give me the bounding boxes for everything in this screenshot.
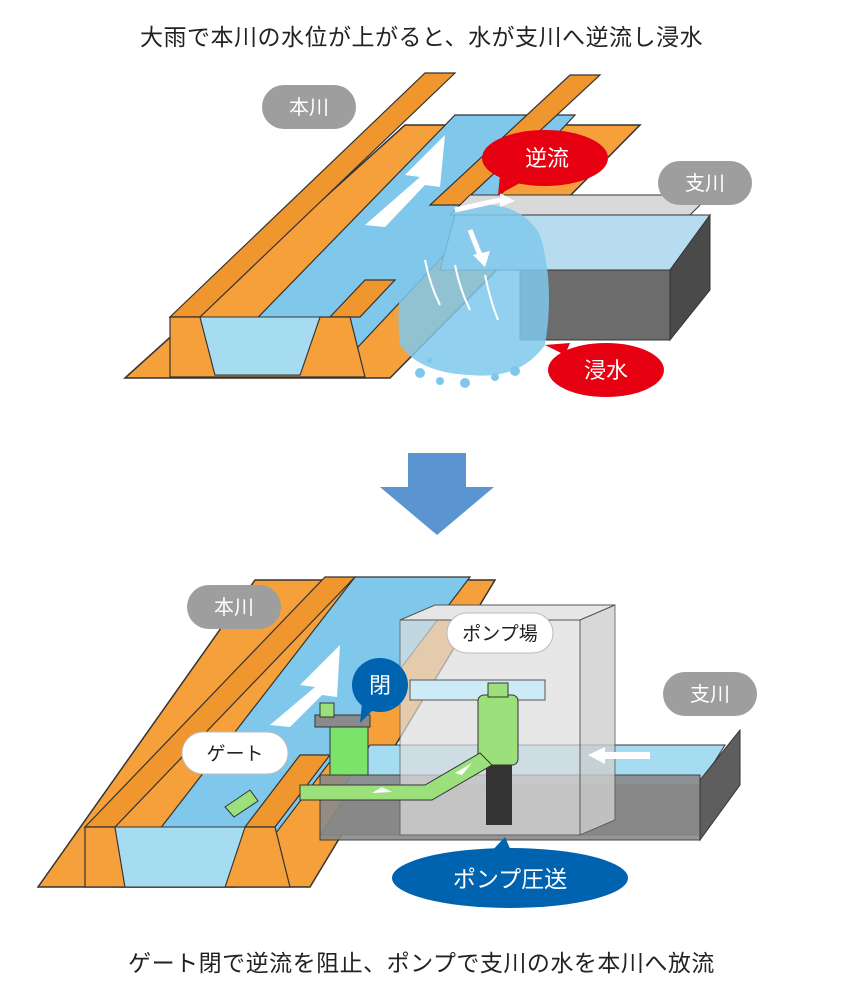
top-caption: 大雨で本川の水位が上がると、水が支川へ逆流し浸水 xyxy=(139,25,704,51)
pump-motor xyxy=(477,694,519,766)
transition-arrow xyxy=(0,445,843,540)
discharge-pipe xyxy=(299,752,493,801)
tributary-label: 支川 xyxy=(690,682,730,706)
flooding-label: 浸水 xyxy=(584,359,628,384)
main-flow-arrow xyxy=(270,645,340,727)
closed-label: 閉 xyxy=(369,674,391,699)
gate-label: ゲート xyxy=(206,743,263,765)
main-river-tag: 本川 xyxy=(262,85,356,129)
backflow-bubble: 逆流 xyxy=(482,130,608,195)
pump-column xyxy=(486,765,512,825)
pump-station-tag: ポンプ場 xyxy=(446,612,554,654)
flooding-bubble: 浸水 xyxy=(545,343,664,397)
tributary-flow-arrow xyxy=(588,747,650,764)
main-river-tag: 本川 xyxy=(187,585,281,629)
down-arrow-icon xyxy=(380,453,494,535)
flood-water xyxy=(398,204,549,376)
pump-station-label: ポンプ場 xyxy=(462,623,537,645)
gate-tag: ゲート xyxy=(181,731,289,775)
main-river-label: 本川 xyxy=(214,595,254,619)
backflow-label: 逆流 xyxy=(525,147,569,172)
main-flow-arrow xyxy=(365,135,445,227)
pump-transfer-bubble: ポンプ圧送 xyxy=(392,837,628,908)
main-river-label: 本川 xyxy=(289,95,329,119)
backflow-diagram: 本川 支川 逆流 浸水 xyxy=(0,55,843,415)
bottom-caption: ゲート閉で逆流を阻止、ポンプで支川の水を本川へ放流 xyxy=(128,951,715,977)
closed-bubble: 閉 xyxy=(352,658,408,723)
gate-pump-diagram: 本川 支川 ポンプ場 閉 ゲート ポンプ圧送 xyxy=(0,575,843,925)
gate xyxy=(329,724,369,776)
tributary-tag: 支川 xyxy=(663,672,757,716)
tributary-label: 支川 xyxy=(685,171,725,195)
tributary-tag: 支川 xyxy=(658,161,752,205)
pump-transfer-label: ポンプ圧送 xyxy=(453,867,567,893)
